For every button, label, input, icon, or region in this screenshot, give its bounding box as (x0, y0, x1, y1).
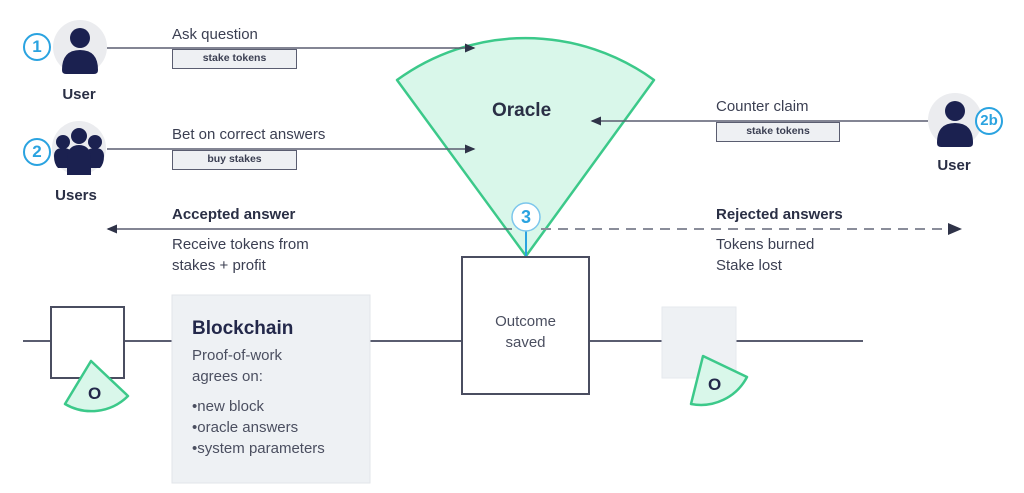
user2b-avatar (928, 93, 982, 147)
bullet-item: new block (192, 396, 325, 417)
user-icon (937, 101, 973, 147)
counter-claim-label: Counter claim (716, 98, 809, 115)
accepted-answer-line-2: stakes + profit (172, 257, 266, 274)
right-wedge-letter: O (708, 375, 722, 394)
outcome-block (461, 256, 590, 395)
badge-1 (23, 33, 51, 61)
rejected-answers-title: Rejected answers (716, 206, 843, 223)
left-oracle-wedge (63, 359, 130, 413)
bet-tag: buy stakes (172, 150, 297, 170)
outcome-line-2: saved (505, 334, 546, 351)
counter-claim-tag: stake tokens (716, 122, 840, 142)
badge-1-text: 1 (32, 37, 42, 56)
badge-2b-text: 2b (980, 112, 998, 129)
accepted-answer-line-1: Receive tokens from (172, 236, 309, 253)
outcome-line-1: Outcome (495, 313, 556, 330)
blockchain-title: Blockchain (192, 318, 294, 339)
bullet-item: system parameters (192, 438, 325, 459)
oracle-title: Oracle (492, 100, 552, 121)
users2-label: Users (55, 187, 97, 204)
blockchain-text-1: Proof-of-work (192, 347, 283, 364)
users-group-icon (54, 128, 104, 175)
blockchain-text-2: agrees on: (192, 368, 263, 385)
user-icon (62, 28, 98, 74)
users2-avatar (52, 121, 106, 175)
user1-avatar (53, 20, 107, 74)
bullet-item: oracle answers (192, 417, 325, 438)
ask-question-tag: stake tokens (172, 49, 297, 69)
user2b-label: User (937, 157, 971, 174)
badge-2-text: 2 (32, 142, 42, 161)
blockchain-bullets: new block oracle answers system paramete… (192, 396, 325, 459)
step3-badge (511, 202, 541, 232)
user1-label: User (62, 86, 96, 103)
left-wedge-letter: O (88, 384, 102, 403)
ask-question-label: Ask question (172, 26, 258, 43)
oracle-sector (395, 36, 656, 258)
badge-2 (23, 138, 51, 166)
rejected-answers-line-1: Tokens burned (716, 236, 815, 253)
badge-2b (975, 107, 1003, 135)
accepted-answer-title: Accepted answer (172, 206, 296, 223)
rejected-answers-line-2: Stake lost (716, 257, 782, 274)
step3-badge-text: 3 (520, 207, 531, 227)
right-oracle-wedge (689, 354, 749, 407)
bet-label: Bet on correct answers (172, 126, 326, 143)
